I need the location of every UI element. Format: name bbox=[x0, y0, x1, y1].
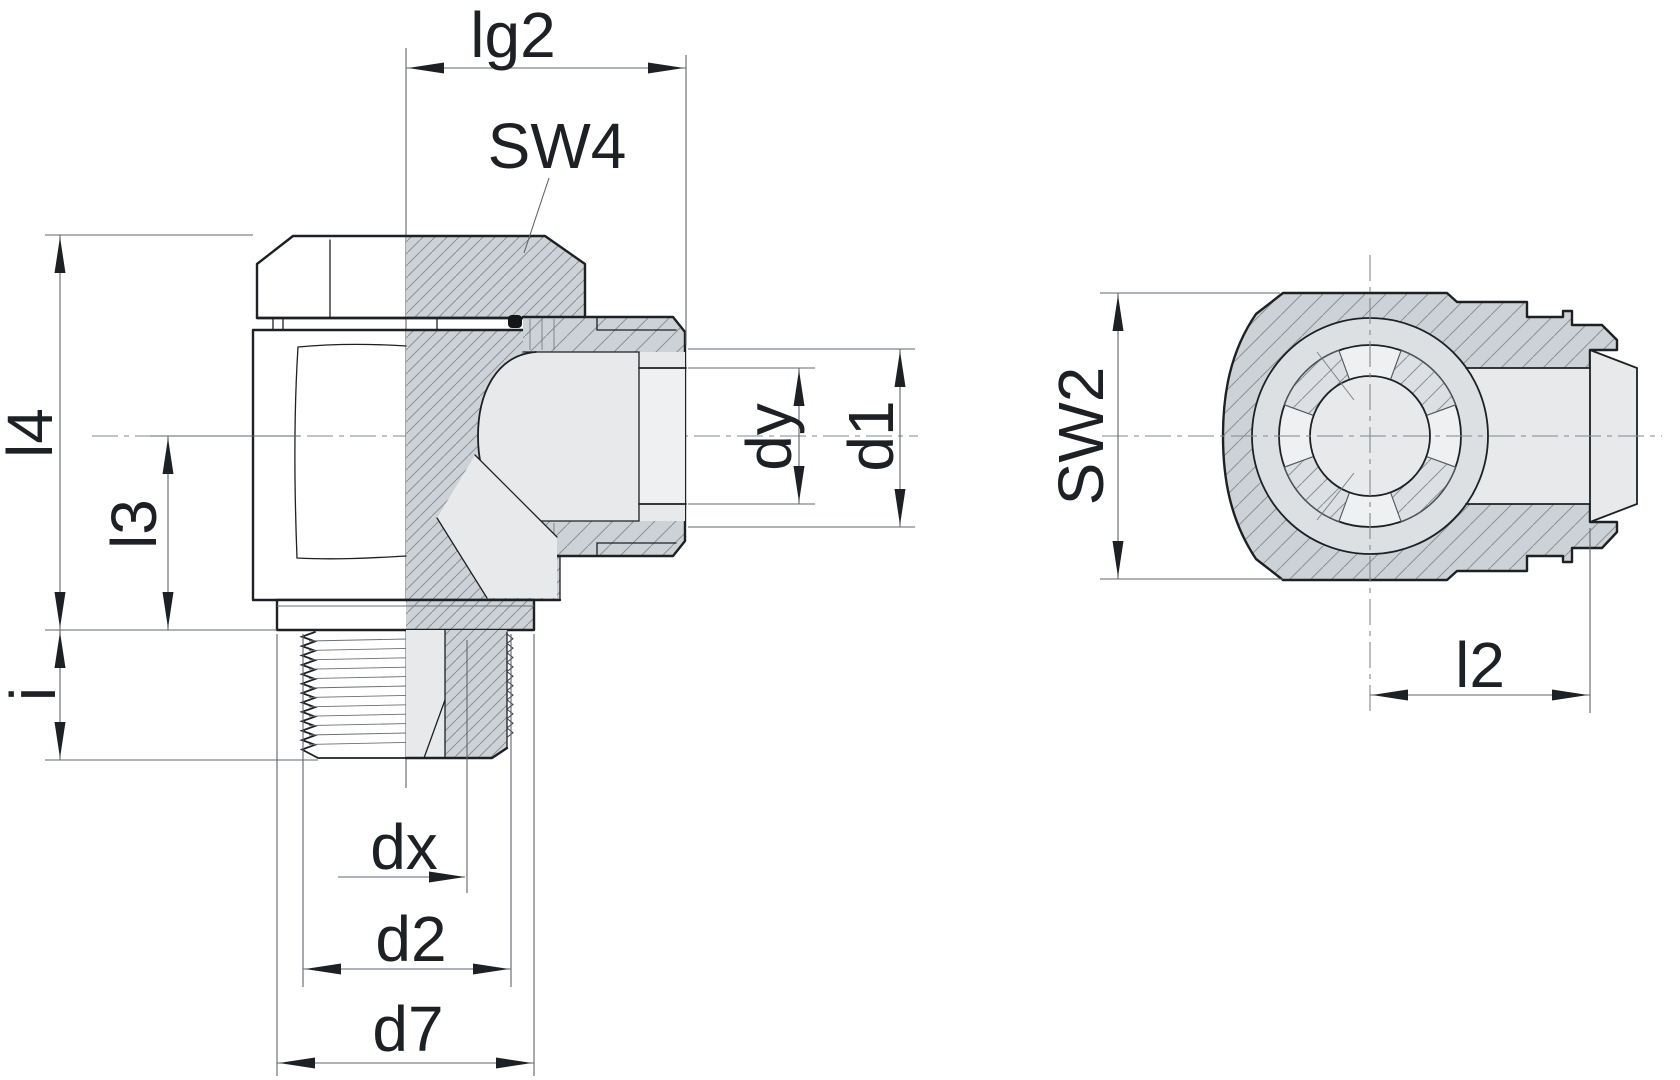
drilled-passage bbox=[437, 455, 557, 598]
sw4-leader-line bbox=[523, 177, 550, 254]
dim-d1: d1 bbox=[688, 348, 915, 528]
sealing-cone bbox=[1590, 350, 1637, 522]
threaded-stud bbox=[299, 629, 514, 760]
flange-washer bbox=[275, 598, 536, 632]
dim-label-l4: l4 bbox=[0, 408, 66, 458]
internal-cavity bbox=[436, 351, 687, 599]
dim-label-sw4: SW4 bbox=[488, 110, 627, 182]
dim-dy: dy bbox=[688, 367, 815, 505]
ring-wedges bbox=[1283, 349, 1457, 523]
head-neck bbox=[272, 317, 438, 331]
hex-flat-contour bbox=[294, 343, 407, 560]
dim-label-i: i bbox=[0, 687, 69, 701]
dim-dx: dx bbox=[338, 640, 468, 893]
dim-label-l2: l2 bbox=[1455, 629, 1505, 701]
dim-label-d1: d1 bbox=[835, 400, 907, 471]
dim-l3: l3 bbox=[98, 435, 300, 630]
dim-label-lg2: lg2 bbox=[470, 0, 555, 71]
dim-sw2: SW2 bbox=[1045, 292, 1283, 580]
dim-label-l3: l3 bbox=[98, 499, 170, 549]
dim-i: i bbox=[0, 630, 318, 761]
dim-lg2: lg2 bbox=[406, 0, 687, 345]
end-view: SW2 l2 bbox=[1045, 255, 1662, 713]
dim-label-d2: d2 bbox=[375, 903, 446, 975]
seal-ring-top bbox=[508, 315, 522, 328]
section-view: lg2 SW4 l4 l3 i bbox=[0, 0, 918, 1076]
hex-head bbox=[255, 234, 587, 320]
dim-d7: d7 bbox=[276, 634, 535, 1076]
dim-l2: l2 bbox=[1370, 528, 1591, 713]
dim-label-dx: dx bbox=[370, 811, 438, 883]
dim-label-sw2: SW2 bbox=[1045, 367, 1117, 506]
dim-d2: d2 bbox=[302, 634, 512, 987]
thread-profile bbox=[299, 631, 407, 759]
dim-label-dy: dy bbox=[733, 403, 805, 471]
dim-label-d7: d7 bbox=[372, 993, 443, 1065]
callout-sw4: SW4 bbox=[488, 110, 627, 254]
tube-end bbox=[639, 368, 685, 504]
dim-l4: l4 bbox=[0, 234, 277, 631]
